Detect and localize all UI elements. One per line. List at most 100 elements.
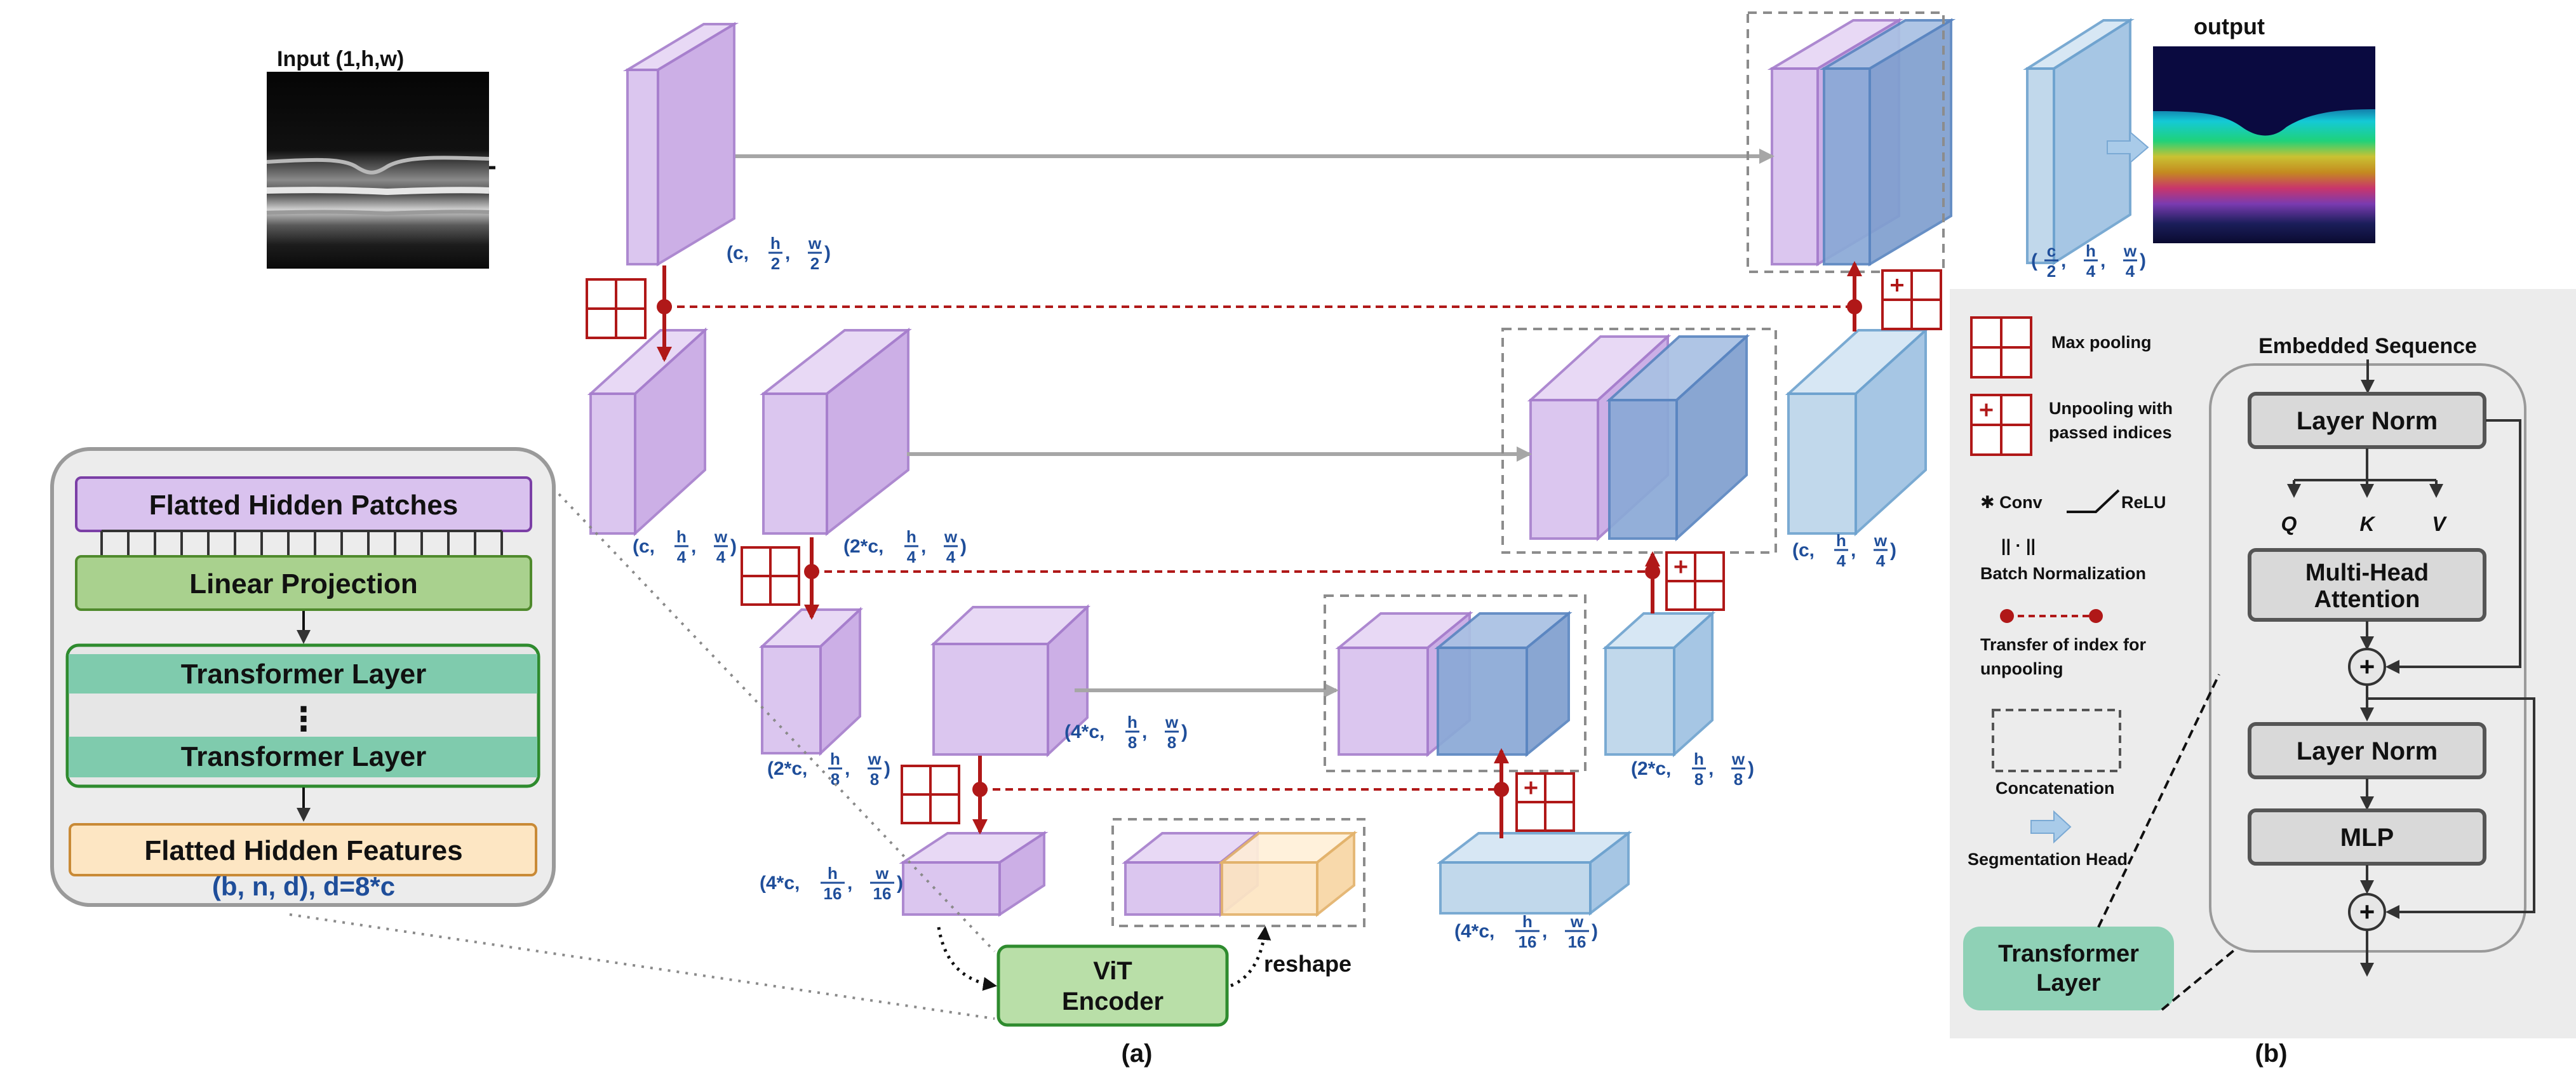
transformer-layer-tag xyxy=(1963,927,2174,1010)
input-title: Input (1,h,w) xyxy=(277,47,404,71)
layer-norm-2-box xyxy=(2248,722,2486,779)
legend-transfer-icon xyxy=(2000,609,2103,623)
legend-unpool-icon xyxy=(1970,394,2032,456)
residual-add-2-symbol: + xyxy=(2359,897,2375,927)
svg-text:4: 4 xyxy=(716,547,726,566)
svg-text:w: w xyxy=(868,749,882,768)
svg-text:): ) xyxy=(884,758,890,779)
svg-text:(4*c,: (4*c, xyxy=(1454,921,1494,942)
encoder-block-3a xyxy=(758,607,864,756)
svg-text:4: 4 xyxy=(677,547,687,566)
legend-bn-symbol: || · || xyxy=(2001,536,2036,555)
svg-text:4: 4 xyxy=(946,547,956,566)
svg-text:16: 16 xyxy=(1568,932,1587,951)
dim-label-dec2: (c, h4, w4) xyxy=(1792,531,1896,570)
vit-encoder-line2: Encoder xyxy=(1062,988,1164,1015)
vit-input-arrow xyxy=(937,927,997,991)
decoder-concat-3-enc xyxy=(1335,610,1473,758)
unpool-3-icon xyxy=(1515,772,1575,832)
legend-unpool-label-1: Unpooling with xyxy=(2049,399,2173,418)
encoder-block-3b xyxy=(930,604,1091,758)
transformer-layer-1-label: Transformer Layer xyxy=(181,659,426,690)
svg-text:(c,: (c, xyxy=(633,536,655,557)
caption-b: (b) xyxy=(2255,1040,2287,1068)
flatted-hidden-features-box xyxy=(69,823,537,876)
embedded-sequence-label: Embedded Sequence xyxy=(2258,334,2477,358)
svg-text:): ) xyxy=(960,536,967,557)
dim-label-enc1: (c, h2, w2) xyxy=(727,234,831,273)
svg-text:(2*c,: (2*c, xyxy=(843,536,883,557)
transformer-layer-ellipsis: ⋮ xyxy=(287,701,320,738)
svg-text:h: h xyxy=(2086,241,2096,260)
svg-text:): ) xyxy=(2140,250,2146,271)
svg-text:,: , xyxy=(785,243,790,264)
transformer-layer-2-label: Transformer Layer xyxy=(181,741,426,772)
svg-text:16: 16 xyxy=(824,884,842,903)
legend-concat-label: Concatenation xyxy=(1996,779,2115,798)
unpool-1-icon xyxy=(1881,269,1942,330)
svg-text:4: 4 xyxy=(907,547,916,566)
index-transfer-3 xyxy=(972,748,1509,838)
svg-text:(: ( xyxy=(2031,250,2037,271)
encoder-block-2b xyxy=(760,327,912,537)
svg-text:): ) xyxy=(1890,540,1896,561)
svg-text:2: 2 xyxy=(810,254,819,273)
svg-text:w: w xyxy=(1874,531,1888,550)
maxpool-1-icon xyxy=(586,278,647,339)
encoder-block-4 xyxy=(899,831,1049,917)
svg-text:,: , xyxy=(921,536,926,557)
dim-label-enc2a: (c, h4, w4) xyxy=(633,527,737,566)
segmentation-head-arrow xyxy=(2107,130,2149,164)
linear-projection-box xyxy=(75,555,532,611)
caption-a: (a) xyxy=(1122,1040,1153,1068)
svg-text:(c,: (c, xyxy=(1792,540,1815,561)
dim-label-enc4: (4*c, h16, w16) xyxy=(760,864,903,903)
decoder-concat-3-dec xyxy=(1434,610,1573,758)
svg-text:,: , xyxy=(2100,250,2105,271)
vit-detail-link-bottom xyxy=(289,913,995,1020)
svg-text:w: w xyxy=(714,527,728,546)
svg-text:h: h xyxy=(906,527,916,546)
legend-seghead-icon xyxy=(2030,810,2072,844)
legend-seghead-label: Segmentation Head xyxy=(1968,850,2128,869)
svg-text:8: 8 xyxy=(1734,770,1743,789)
multi-head-attention-box xyxy=(2248,548,2486,622)
svg-text:,: , xyxy=(1851,540,1856,561)
vit-encoder: ViT Encoder xyxy=(996,944,1229,1027)
svg-text:2: 2 xyxy=(2047,262,2056,281)
svg-text:w: w xyxy=(808,234,822,253)
dim-label-out: (c2, h4, w4) xyxy=(2031,241,2146,281)
svg-text:16: 16 xyxy=(1519,932,1537,951)
svg-text:h: h xyxy=(676,527,687,546)
key-label: K xyxy=(2359,513,2376,535)
legend-relu-label: ReLU xyxy=(2121,493,2166,512)
legend-transfer-label-2: unpooling xyxy=(1980,659,2063,678)
svg-text:8: 8 xyxy=(870,770,879,789)
decoder-concat-1-dec xyxy=(1819,18,1956,267)
vit-detail-link-top xyxy=(558,493,996,953)
legend-bn-label: Batch Normalization xyxy=(1980,564,2146,583)
legend-unpool-icon-shape xyxy=(1970,394,2032,456)
svg-text:w: w xyxy=(1570,912,1584,931)
svg-text:4: 4 xyxy=(1837,551,1846,570)
svg-text:,: , xyxy=(1542,921,1547,942)
unpool-2-icon xyxy=(1665,551,1725,611)
legend-unpool-label-2: passed indices xyxy=(2049,423,2172,442)
svg-text:4: 4 xyxy=(2126,262,2135,281)
mha-label-1: Multi-Head xyxy=(2305,560,2429,586)
transformer-block-detail: Embedded Sequence Layer Norm Q K V Multi… xyxy=(1963,334,2535,1011)
svg-text:(c,: (c, xyxy=(727,243,749,264)
transformer-layer-2-box xyxy=(69,737,537,777)
concat-box-3 xyxy=(1324,594,1587,772)
legend-maxpool-label: Max pooling xyxy=(2051,333,2152,352)
svg-text:,: , xyxy=(1708,758,1714,779)
svg-text:w: w xyxy=(1731,749,1745,768)
svg-text:,: , xyxy=(2061,250,2066,271)
legend-conv-label: ✱ Conv xyxy=(1980,493,2043,512)
concat-box-1 xyxy=(1747,11,1945,273)
decoder-block-3 xyxy=(1602,610,1716,758)
svg-text:): ) xyxy=(1181,721,1188,742)
svg-text:(4*c,: (4*c, xyxy=(760,873,800,894)
svg-text:w: w xyxy=(2123,241,2137,260)
